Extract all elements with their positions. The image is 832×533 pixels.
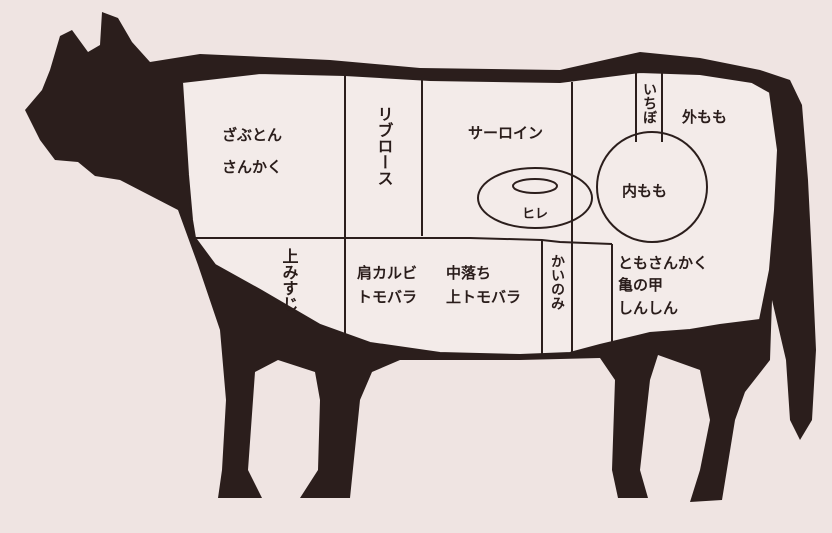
- label-uchimomo: 内もも: [622, 182, 667, 200]
- label-nakaochi: 中落ち: [446, 264, 491, 282]
- label-katakarubi: 肩カルビ: [357, 264, 417, 282]
- label-hire: ヒレ: [522, 207, 548, 222]
- hire-outer-oval: [477, 167, 593, 229]
- label-sirloin: サーロイン: [468, 124, 543, 142]
- label-kamenoko: 亀の甲: [618, 276, 663, 294]
- label-ichibo: いちぼ: [641, 82, 657, 124]
- label-tomosankaku: ともさんかく: [618, 254, 708, 272]
- label-sotomomo: 外もも: [681, 108, 727, 126]
- label-ribrose: リブロース: [375, 106, 394, 186]
- label-tomobara: トモバラ: [357, 288, 417, 306]
- label-zabuton: ざぶとん: [222, 126, 282, 144]
- hire-inner-oval: [512, 178, 558, 194]
- division-lines: [193, 72, 663, 355]
- label-kainomi: かいのみ: [549, 254, 565, 310]
- label-shinshin: しんしん: [618, 299, 678, 317]
- label-kamisuji: 上みすじ: [280, 248, 299, 312]
- body-cut-area: [180, 70, 780, 357]
- label-sankaku: さんかく: [222, 158, 282, 176]
- label-kamitomobara: 上トモバラ: [446, 288, 521, 306]
- uchimomo-circle: [596, 131, 708, 243]
